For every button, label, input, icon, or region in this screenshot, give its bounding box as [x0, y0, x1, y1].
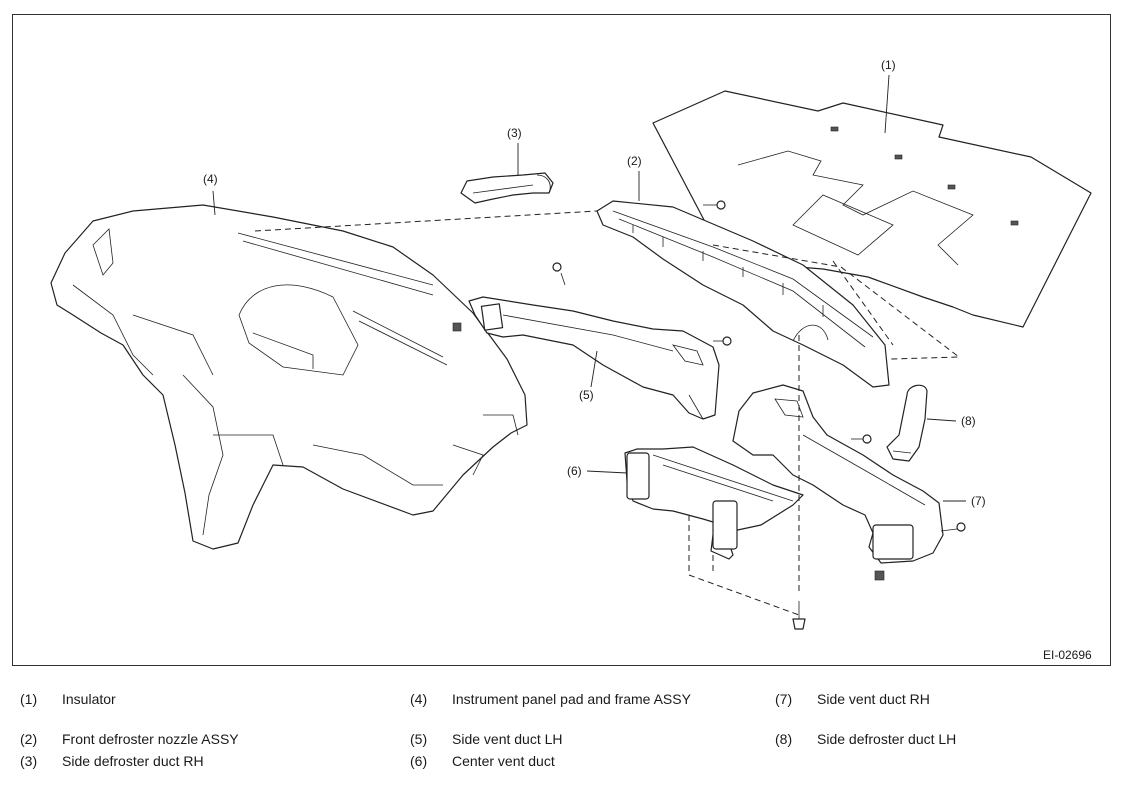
callout-8: (8) [961, 414, 976, 428]
part-instrument-panel [50, 204, 528, 550]
alignment-lines [254, 210, 961, 616]
figure-id: EI-02696 [1043, 648, 1092, 662]
parts-legend: (1) Insulator (2) Front defroster nozzle… [20, 690, 1110, 800]
legend-number: (3) [20, 753, 38, 769]
legend-label: Side defroster duct RH [62, 753, 204, 769]
callout-2: (2) [627, 154, 642, 168]
callout-4: (4) [203, 172, 218, 186]
legend-label: Front defroster nozzle ASSY [62, 731, 239, 747]
part-side-defroster-duct-lh [886, 384, 928, 462]
callout-1: (1) [881, 58, 896, 72]
callout-6: (6) [567, 464, 582, 478]
legend-label: Insulator [62, 691, 116, 707]
legend-number: (7) [775, 691, 793, 707]
legend-number: (4) [410, 691, 428, 707]
part-side-vent-duct-lh [452, 262, 732, 420]
exploded-diagram: (1) (2) (3) (4) (5) (6) (7) (8) EI-02696 [50, 58, 1092, 662]
callout-5: (5) [579, 388, 594, 402]
legend-label: Instrument panel pad and frame ASSY [452, 691, 691, 707]
legend-number: (5) [410, 731, 428, 747]
legend-label: Side vent duct RH [817, 691, 930, 707]
legend-label: Side vent duct LH [452, 731, 563, 747]
leader-lines [212, 74, 966, 502]
legend-number: (6) [410, 753, 428, 769]
part-center-vent-duct [624, 446, 804, 560]
exploded-diagram-frame: (1) (2) (3) (4) (5) (6) (7) (8) EI-02696 [12, 14, 1111, 666]
legend-label: Side defroster duct LH [817, 731, 957, 747]
callout-7: (7) [971, 494, 986, 508]
legend-number: (1) [20, 691, 38, 707]
legend-number: (2) [20, 731, 38, 747]
callout-3: (3) [507, 126, 522, 140]
part-side-defroster-duct-rh [460, 172, 554, 204]
part-front-defroster-nozzle [596, 200, 890, 388]
legend-label: Center vent duct [452, 753, 555, 769]
part-bolt-bottom [792, 601, 806, 630]
legend-number: (8) [775, 731, 793, 747]
part-side-vent-duct-rh [732, 384, 966, 581]
